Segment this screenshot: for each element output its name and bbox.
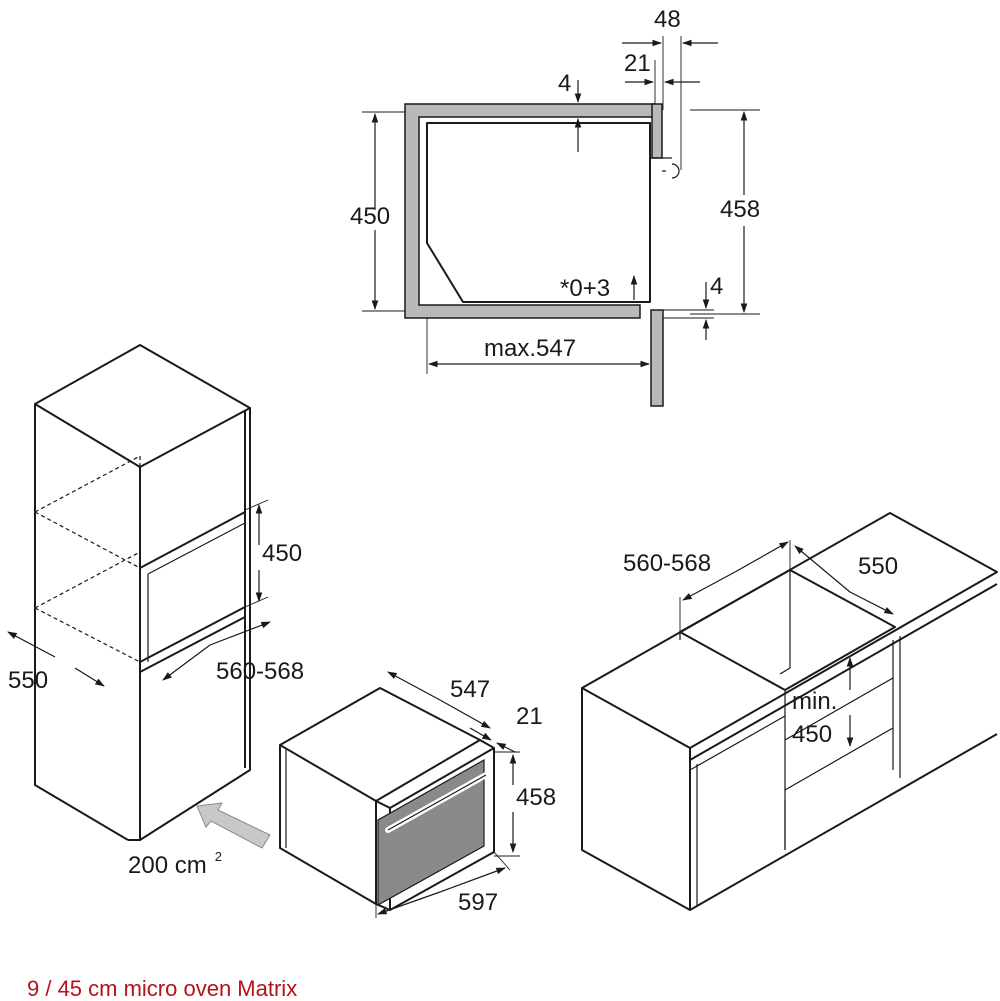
front-frame: [650, 309, 664, 407]
dim-niche-height: 450: [262, 540, 302, 567]
dim-min-label: min.: [792, 688, 837, 715]
dim-appliance-width: 597: [458, 889, 498, 916]
appliance-body-outline: [426, 122, 651, 303]
micro-oven-appliance: 547 21 458 597: [279, 671, 556, 918]
dim-top-offset: 21: [624, 50, 651, 77]
dim-top-gap: 4: [558, 70, 571, 97]
dim-niche-width: 560-568: [216, 658, 304, 685]
dim-appliance-front: 21: [516, 703, 543, 730]
dim-appliance-height: 458: [516, 784, 556, 811]
ventilation-arrow-icon: [196, 802, 271, 849]
cabinet-wall-section: [404, 103, 656, 319]
dim-cutout-width: 560-568: [623, 550, 711, 577]
dim-niche-depth: 550: [8, 667, 48, 694]
undercounter-cabinet: 560-568 550 min. 450: [581, 512, 998, 911]
dim-depth-max: max.547: [484, 335, 576, 362]
product-caption: 9 / 45 cm micro oven Matrix: [27, 976, 297, 1001]
oven-door-glass: [377, 758, 485, 907]
dim-tolerance: *0+3: [560, 275, 610, 302]
dim-height-inner: 450: [350, 203, 390, 230]
dim-bottom-gap: 4: [710, 273, 723, 300]
dim-appliance-depth: 547: [450, 676, 490, 703]
dim-cutout-depth: 550: [858, 553, 898, 580]
dim-top-total: 48: [654, 6, 681, 33]
front-frame-top: [651, 103, 663, 159]
dim-height-outer: 458: [720, 196, 760, 223]
cross-section-view: 48 21 4 450 458 *0+3 4 max.: [350, 6, 760, 407]
dim-min-height: 450: [792, 721, 832, 748]
